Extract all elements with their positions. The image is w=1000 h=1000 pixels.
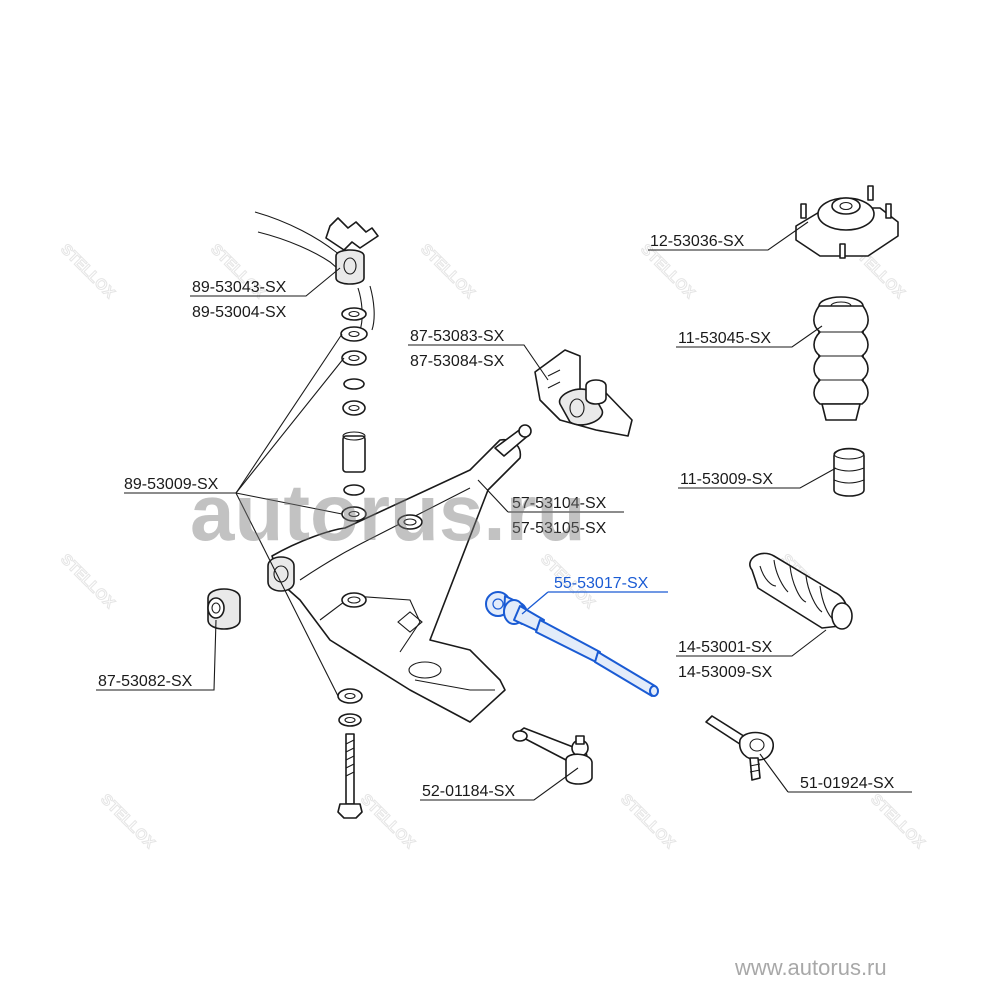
stabilizer-bushing-shape [335, 249, 365, 285]
part-label-57-53105[interactable]: 57-53105-SX [512, 520, 607, 537]
stabilizer-link [512, 727, 593, 785]
part-label-87-53082[interactable]: 87-53082-SX [98, 673, 193, 690]
leader-lines [96, 221, 912, 801]
brand-watermark: STELLOX [97, 791, 158, 852]
strut-boot [813, 296, 869, 421]
rear-arm-bushing [207, 588, 241, 630]
brand-watermark: STELLOX [867, 791, 928, 852]
stabilizer-bracket-shape [325, 217, 379, 251]
bump-stop [833, 447, 865, 497]
lower-control-arm [267, 424, 532, 723]
brand-watermark: STELLOX [57, 551, 118, 612]
part-label-89-53009[interactable]: 89-53009-SX [124, 476, 219, 493]
part-label-11-53009[interactable]: 11-53009-SX [680, 471, 773, 488]
site-watermark: autorus.ru [190, 468, 586, 557]
brand-watermark: STELLOX [417, 241, 478, 302]
part-label-87-53083[interactable]: 87-53083-SX [410, 328, 505, 345]
brand-watermark: STELLOX [357, 791, 418, 852]
part-label-89-53043[interactable]: 89-53043-SX [192, 279, 287, 296]
part-label-57-53104[interactable]: 57-53104-SX [512, 495, 607, 512]
stabilizer-bar-group [254, 211, 379, 819]
brand-watermark: STELLOX [617, 791, 678, 852]
site-url-watermark: www.autorus.ru [734, 955, 887, 980]
part-label-14-53009[interactable]: 14-53009-SX [678, 664, 773, 681]
part-label-11-53045[interactable]: 11-53045-SX [678, 330, 771, 347]
part-label-89-53004[interactable]: 89-53004-SX [192, 304, 287, 321]
part-label-52-01184[interactable]: 52-01184-SX [422, 783, 515, 800]
brand-watermark: STELLOX [57, 241, 118, 302]
part-label-87-53084[interactable]: 87-53084-SX [410, 353, 505, 370]
strut-mount [795, 185, 899, 259]
part-label-51-01924[interactable]: 51-01924-SX [800, 775, 895, 792]
part-label-12-53036[interactable]: 12-53036-SX [650, 233, 745, 250]
tie-rod-end [705, 715, 774, 781]
part-label-14-53001[interactable]: 14-53001-SX [678, 639, 773, 656]
inner-tie-rod-highlighted [485, 591, 659, 697]
part-labels: 12-53036-SX 11-53045-SX 11-53009-SX 55-5… [98, 233, 895, 800]
steering-rack-boot [749, 552, 853, 630]
part-label-55-53017-highlighted[interactable]: 55-53017-SX [554, 575, 649, 592]
arm-bracket-bushing [534, 349, 633, 437]
